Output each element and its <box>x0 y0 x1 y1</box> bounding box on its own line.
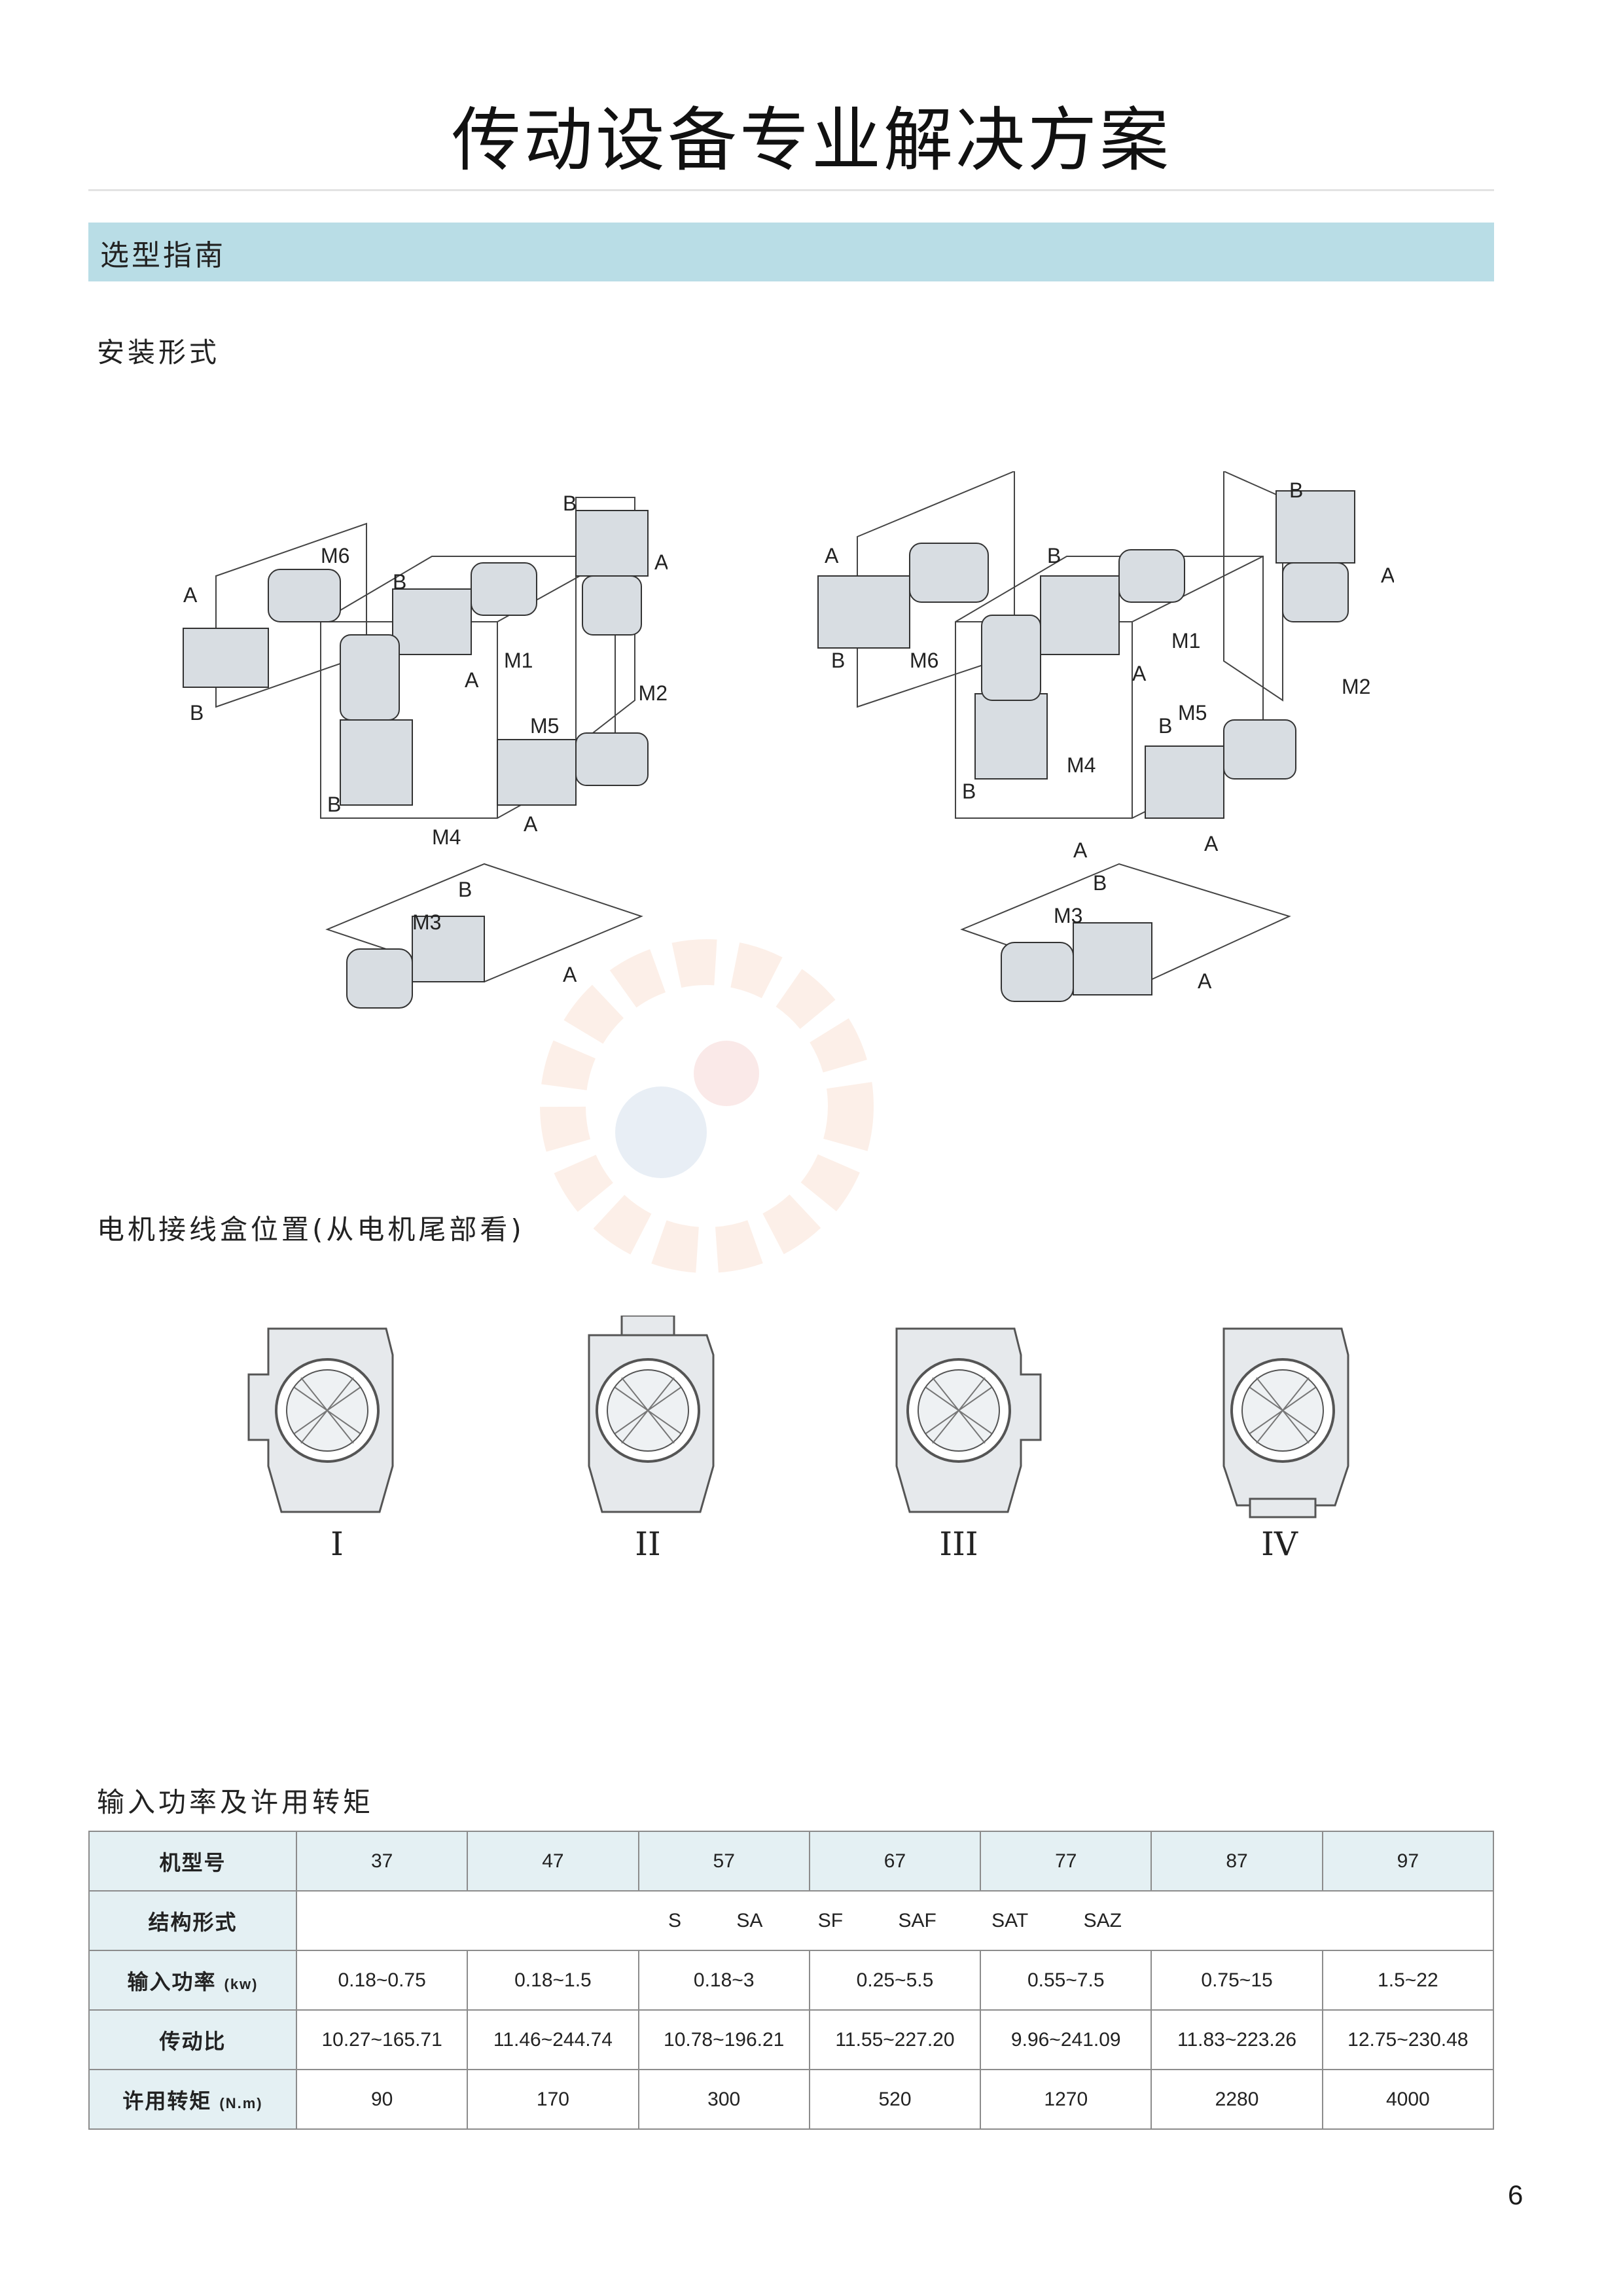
structure-type: SF <box>817 1909 844 1931</box>
svg-text:B: B <box>962 780 976 803</box>
page-number: 6 <box>1508 2179 1524 2210</box>
table-cell: 0.55~7.5 <box>980 1950 1152 2011</box>
table-cell: 57 <box>637 1831 810 1892</box>
table-row: 结构形式 S SA SF SAF SAT SAZ <box>88 1890 1494 1951</box>
terminal-position-label: IV <box>1261 1525 1298 1563</box>
row-header: 结构形式 <box>88 1890 297 1951</box>
label-m1-right: M1 <box>1171 629 1200 653</box>
svg-text:A: A <box>825 544 839 567</box>
table-row: 机型号 37 47 57 67 77 87 97 <box>88 1831 1495 1892</box>
svg-text:B: B <box>393 570 406 594</box>
svg-text:B: B <box>1093 871 1107 895</box>
table-row: 输入功率(kw) 0.18~0.75 0.18~1.5 0.18~3 0.25~… <box>88 1950 1495 2011</box>
terminal-view-1 <box>242 1316 412 1518</box>
row-header: 输入功率(kw) <box>88 1950 297 2011</box>
terminal-position-label: III <box>939 1525 978 1563</box>
structure-type: SAT <box>991 1909 1029 1931</box>
table-cell: 520 <box>808 2069 982 2130</box>
svg-text:A: A <box>465 668 479 692</box>
structure-cell: S SA SF SAF SAT SAZ <box>296 1890 1494 1951</box>
mounting-diagram-right: M6 M1 M2 M5 M4 M3 A B B A B A B A B A B … <box>805 471 1394 1034</box>
label-m3-right: M3 <box>1054 904 1082 927</box>
label-m2-right: M2 <box>1342 675 1370 698</box>
svg-text:A: A <box>1381 564 1394 587</box>
label-m4: M4 <box>432 825 461 849</box>
table-cell: 300 <box>637 2069 810 2130</box>
table-cell: 0.18~3 <box>637 1950 810 2011</box>
terminal-view-2 <box>563 1316 733 1518</box>
structure-type: SAZ <box>1083 1909 1122 1931</box>
svg-text:B: B <box>190 701 204 725</box>
table-cell: 90 <box>295 2069 469 2130</box>
section-bar: 选型指南 <box>88 223 1494 281</box>
table-cell: 4000 <box>1321 2069 1495 2130</box>
label-m5: M5 <box>530 714 559 738</box>
row-header: 传动比 <box>88 2009 297 2070</box>
table-row: 传动比 10.27~165.71 11.46~244.74 10.78~196.… <box>88 2009 1495 2070</box>
table-cell: 37 <box>295 1831 469 1892</box>
table-cell: 87 <box>1150 1831 1323 1892</box>
table-cell: 0.75~15 <box>1150 1950 1323 2011</box>
power-torque-table: 机型号 37 47 57 67 77 87 97 结构形式 S SA SF SA… <box>88 1831 1495 2130</box>
table-cell: 10.27~165.71 <box>295 2009 469 2070</box>
table-cell: 11.55~227.20 <box>808 2009 982 2070</box>
mounting-heading: 安装形式 <box>97 336 221 368</box>
terminal-view-4 <box>1198 1316 1368 1518</box>
table-cell: 12.75~230.48 <box>1321 2009 1495 2070</box>
svg-text:A: A <box>1204 832 1219 855</box>
table-cell: 10.78~196.21 <box>637 2009 810 2070</box>
structure-type: SA <box>736 1909 763 1931</box>
svg-text:A: A <box>1198 969 1212 993</box>
svg-text:B: B <box>1289 478 1303 502</box>
svg-text:B: B <box>1158 714 1172 738</box>
svg-text:B: B <box>831 649 845 672</box>
table-cell: 170 <box>467 2069 639 2130</box>
svg-text:A: A <box>1073 838 1088 862</box>
svg-text:A: A <box>1132 662 1147 685</box>
label-m6: M6 <box>321 544 349 567</box>
title-divider <box>88 189 1494 191</box>
svg-text:A: A <box>524 812 538 836</box>
table-cell: 0.25~5.5 <box>808 1950 982 2011</box>
structure-type: SAF <box>898 1909 936 1931</box>
label-m4-right: M4 <box>1067 753 1096 777</box>
label-m6-right: M6 <box>910 649 938 672</box>
label-m2: M2 <box>639 681 668 705</box>
label-m5-right: M5 <box>1178 701 1207 725</box>
terminal-position-label: I <box>330 1525 344 1563</box>
table-cell: 2280 <box>1150 2069 1323 2130</box>
watermark-gear-logo <box>510 910 955 1279</box>
table-cell: 77 <box>980 1831 1152 1892</box>
table-cell: 1.5~22 <box>1321 1950 1495 2011</box>
table-cell: 97 <box>1321 1831 1495 1892</box>
table-cell: 9.96~241.09 <box>980 2009 1152 2070</box>
row-header: 许用转矩(N.m) <box>88 2069 297 2130</box>
svg-text:B: B <box>563 492 577 515</box>
table-cell: 11.83~223.26 <box>1150 2009 1323 2070</box>
section-title: 选型指南 <box>100 239 226 272</box>
label-m3: M3 <box>412 910 441 934</box>
terminal-view-3 <box>877 1316 1047 1518</box>
terminal-box-heading: 电机接线盒位置(从电机尾部看) <box>97 1213 525 1246</box>
label-m1: M1 <box>504 649 533 672</box>
table-cell: 1270 <box>980 2069 1152 2130</box>
table-cell: 11.46~244.74 <box>467 2009 639 2070</box>
svg-text:B: B <box>327 793 341 816</box>
table-cell: 0.18~1.5 <box>467 1950 639 2011</box>
svg-text:A: A <box>563 963 577 986</box>
svg-text:A: A <box>654 550 668 574</box>
structure-type: S <box>668 1909 682 1931</box>
svg-text:A: A <box>183 583 198 607</box>
table-cell: 67 <box>808 1831 982 1892</box>
terminal-position-label: II <box>635 1525 661 1563</box>
power-torque-heading: 输入功率及许用转矩 <box>97 1786 374 1818</box>
row-header: 机型号 <box>88 1831 297 1892</box>
svg-text:B: B <box>458 878 472 901</box>
table-row: 许用转矩(N.m) 90 170 300 520 1270 2280 4000 <box>88 2069 1495 2130</box>
table-cell: 47 <box>467 1831 639 1892</box>
svg-text:B: B <box>1047 544 1061 567</box>
mounting-diagram-left: M6 M1 M2 M5 M4 M3 A B B A B A A B B A <box>157 471 668 1034</box>
table-cell: 0.18~0.75 <box>295 1950 469 2011</box>
page-title: 传动设备专业解决方案 <box>452 100 1171 181</box>
